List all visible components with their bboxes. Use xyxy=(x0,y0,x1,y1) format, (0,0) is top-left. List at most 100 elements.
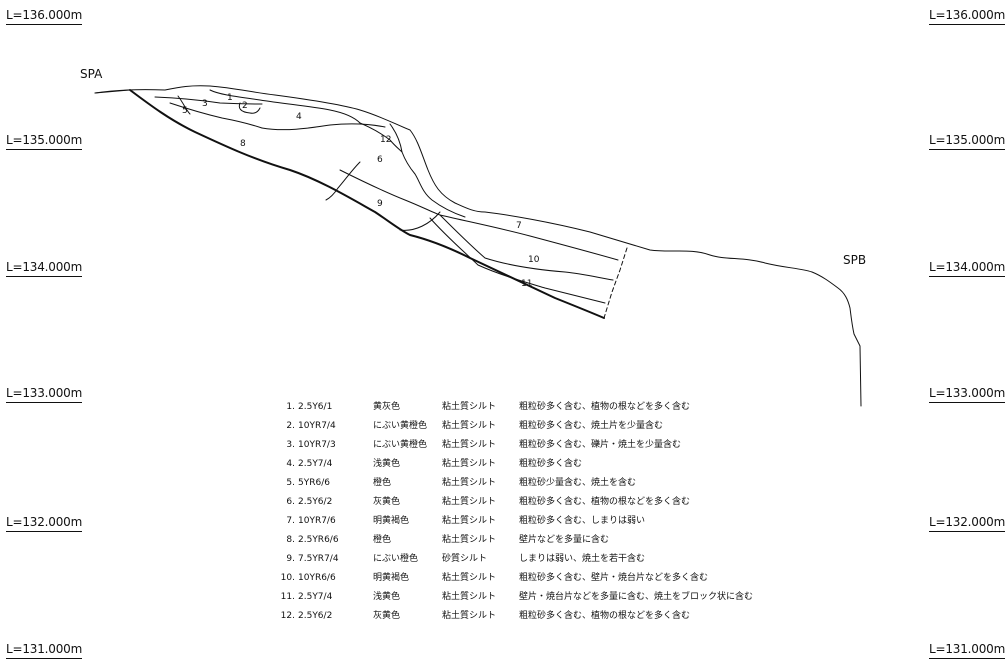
legend-number: 9. xyxy=(286,554,295,564)
layer-number: 4 xyxy=(296,112,302,122)
elevation-label-left: L=132.000m xyxy=(6,515,82,532)
layer-note: 壁片などを多量に含む xyxy=(519,535,610,545)
elevation-label-right: L=131.000m xyxy=(929,642,1005,659)
layer-note: 粗粒砂多く含む、しまりは弱い xyxy=(519,516,646,526)
legend-number: 12. xyxy=(280,611,295,621)
layer-number: 3 xyxy=(202,99,208,109)
elevation-label-left: L=136.000m xyxy=(6,8,82,25)
legend-number: 2. xyxy=(286,421,295,431)
color-name: 黄灰色 xyxy=(373,402,401,412)
layer-boundary-line xyxy=(439,214,614,281)
layer-note: 粗粒砂多く含む xyxy=(519,459,583,469)
soil-type: 砂質シルト xyxy=(442,554,488,564)
munsell-code: 10YR7/6 xyxy=(298,516,336,526)
legend-number: 7. xyxy=(286,516,295,526)
layer-boundary-line xyxy=(209,89,361,124)
munsell-code: 10YR7/4 xyxy=(298,421,336,431)
soil-type: 粘土質シルト xyxy=(442,421,497,431)
legend-number: 8. xyxy=(286,535,295,545)
layer-number: 11 xyxy=(521,279,532,289)
elevation-label-left: L=134.000m xyxy=(6,260,82,277)
datum-line xyxy=(94,89,131,94)
legend-number: 3. xyxy=(286,440,295,450)
layer-note: 粗粒砂多く含む、壁片・焼台片などを多く含む xyxy=(519,573,709,583)
layer-number: 2 xyxy=(242,101,248,111)
layer-note: しまりは弱い、焼土を若干含む xyxy=(519,554,646,564)
soil-type: 粘土質シルト xyxy=(442,402,497,412)
layer-number: 1 xyxy=(227,93,233,103)
color-name: 灰黄色 xyxy=(373,497,401,507)
layer-number: 12 xyxy=(380,135,391,145)
layer-number: 10 xyxy=(528,255,540,265)
layer-number: 8 xyxy=(240,139,246,149)
layer-note: 壁片・焼台片などを多量に含む、焼土をブロック状に含む xyxy=(519,592,754,602)
excavation-edge-line xyxy=(603,247,628,319)
legend-number: 6. xyxy=(286,497,295,507)
munsell-code: 2.5Y7/4 xyxy=(298,592,333,602)
layer-note: 粗粒砂少量含む、焼土を含む xyxy=(519,478,637,488)
layer-note: 粗粒砂多く含む、植物の根などを多く含む xyxy=(519,497,691,507)
elevation-label-right: L=136.000m xyxy=(929,8,1005,25)
legend-number: 10. xyxy=(280,573,295,583)
color-name: 明黄褐色 xyxy=(373,516,410,526)
layer-note: 粗粒砂多く含む、植物の根などを多く含む xyxy=(519,402,691,412)
survey-point-label: SPA xyxy=(80,67,103,81)
munsell-code: 2.5Y7/4 xyxy=(298,459,333,469)
soil-type: 粘土質シルト xyxy=(442,573,497,583)
layer-boundary-line xyxy=(238,102,261,114)
elevation-label-right: L=133.000m xyxy=(929,386,1005,403)
layer-base-line xyxy=(129,89,605,319)
legend-number: 5. xyxy=(286,478,295,488)
layer-note: 粗粒砂多く含む、焼土片を少量含む xyxy=(519,421,664,431)
layer-number: 5 xyxy=(182,106,188,116)
soil-type: 粘土質シルト xyxy=(442,440,497,450)
soil-type: 粘土質シルト xyxy=(442,478,497,488)
soil-type: 粘土質シルト xyxy=(442,592,497,602)
layer-note: 粗粒砂多く含む、植物の根などを多く含む xyxy=(519,611,691,621)
layer-boundary-line xyxy=(429,217,606,304)
color-name: 浅黄色 xyxy=(373,459,401,469)
layer-boundary-line xyxy=(399,211,441,231)
munsell-code: 10YR6/6 xyxy=(298,573,336,583)
soil-type: 粘土質シルト xyxy=(442,611,497,621)
color-name: にぶい黄橙色 xyxy=(373,421,428,431)
color-name: 浅黄色 xyxy=(373,592,401,602)
color-name: にぶい橙色 xyxy=(373,554,419,564)
elevation-label-right: L=132.000m xyxy=(929,515,1005,532)
color-name: にぶい黄橙色 xyxy=(373,440,428,450)
layer-boundary-line xyxy=(439,214,619,261)
layer-boundary-line xyxy=(177,95,191,115)
layer-boundary-line xyxy=(169,102,263,129)
ground-surface-line xyxy=(94,85,862,407)
layer-boundary-line xyxy=(154,96,263,105)
munsell-code: 2.5Y6/1 xyxy=(298,402,333,412)
elevation-label-left: L=131.000m xyxy=(6,642,82,659)
layer-boundary-line xyxy=(325,161,361,201)
layer-number: 7 xyxy=(516,221,522,231)
elevation-label-left: L=135.000m xyxy=(6,133,82,150)
color-name: 灰黄色 xyxy=(373,611,401,621)
layer-number: 6 xyxy=(377,155,383,165)
color-name: 橙色 xyxy=(373,478,392,488)
soil-type: 粘土質シルト xyxy=(442,516,497,526)
munsell-code: 2.5YR6/6 xyxy=(298,535,339,545)
munsell-code: 10YR7/3 xyxy=(298,440,336,450)
layer-boundary-line xyxy=(339,169,441,216)
color-name: 明黄褐色 xyxy=(373,573,410,583)
soil-type: 粘土質シルト xyxy=(442,497,497,507)
elevation-label-left: L=133.000m xyxy=(6,386,82,403)
layer-boundary-line xyxy=(359,122,403,153)
munsell-code: 5YR6/6 xyxy=(298,478,330,488)
elevation-label-right: L=134.000m xyxy=(929,260,1005,277)
layer-boundary-line xyxy=(261,123,386,131)
color-name: 橙色 xyxy=(373,535,392,545)
layer-note: 粗粒砂多く含む、礫片・焼土を少量含む xyxy=(519,440,682,450)
legend-number: 11. xyxy=(280,592,295,602)
survey-point-label: SPB xyxy=(843,253,866,267)
soil-type: 粘土質シルト xyxy=(442,459,497,469)
munsell-code: 7.5YR7/4 xyxy=(298,554,339,564)
legend-number: 4. xyxy=(286,459,295,469)
layer-number: 9 xyxy=(377,199,383,209)
